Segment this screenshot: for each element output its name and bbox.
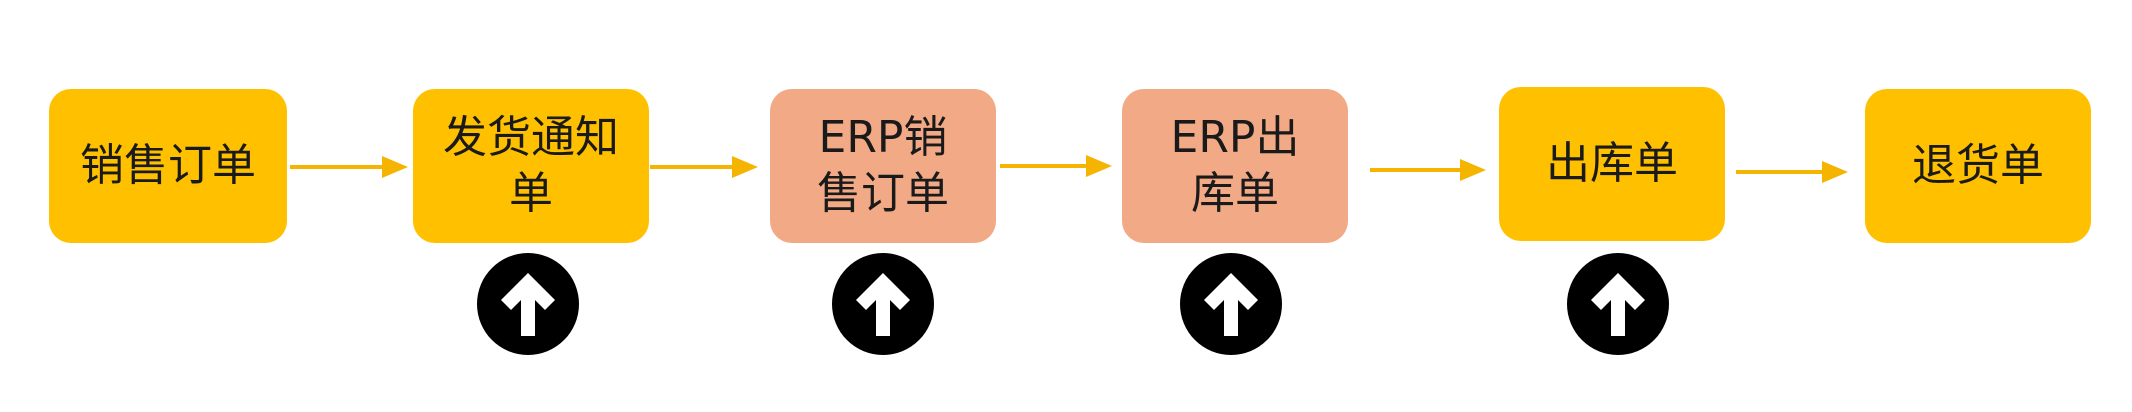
node-label-line: ERP出 bbox=[1170, 111, 1300, 163]
node-outbound-order: 出库单 bbox=[1499, 87, 1725, 241]
node-label: 出库单 bbox=[1546, 136, 1678, 192]
node-label-line: 销售订单 bbox=[80, 139, 256, 191]
node-label: ERP销 售订单 bbox=[817, 110, 949, 223]
node-label: 销售订单 bbox=[80, 138, 256, 194]
flow-arrow-icon bbox=[1736, 158, 1848, 186]
upload-arrow-icon[interactable] bbox=[1567, 253, 1669, 355]
node-label: ERP出 库单 bbox=[1171, 110, 1300, 223]
flow-arrow-icon bbox=[290, 153, 408, 181]
node-label-line: 发货通知 bbox=[443, 111, 619, 163]
flow-arrow-icon bbox=[1370, 156, 1486, 184]
node-label-line: 单 bbox=[509, 168, 553, 219]
node-erp-outbound: ERP出 库单 bbox=[1122, 89, 1348, 243]
upload-arrow-icon[interactable] bbox=[1180, 253, 1282, 355]
upload-arrow-icon[interactable] bbox=[832, 253, 934, 355]
node-label: 退货单 bbox=[1912, 138, 2044, 194]
node-label: 发货通知 单 bbox=[443, 110, 619, 223]
node-label-line: 出库单 bbox=[1546, 137, 1678, 189]
node-label-line: 库单 bbox=[1191, 168, 1279, 219]
node-label-line: 退货单 bbox=[1912, 139, 2044, 191]
node-label-line: ERP销 bbox=[818, 111, 948, 163]
node-sales-order: 销售订单 bbox=[49, 89, 287, 243]
upload-arrow-icon[interactable] bbox=[477, 253, 579, 355]
flow-arrow-icon bbox=[650, 153, 758, 181]
flow-arrow-icon bbox=[1000, 152, 1112, 180]
node-erp-sales-order: ERP销 售订单 bbox=[770, 89, 996, 243]
node-delivery-notice: 发货通知 单 bbox=[413, 89, 649, 243]
node-return-order: 退货单 bbox=[1865, 89, 2091, 243]
node-label-line: 售订单 bbox=[817, 168, 949, 219]
